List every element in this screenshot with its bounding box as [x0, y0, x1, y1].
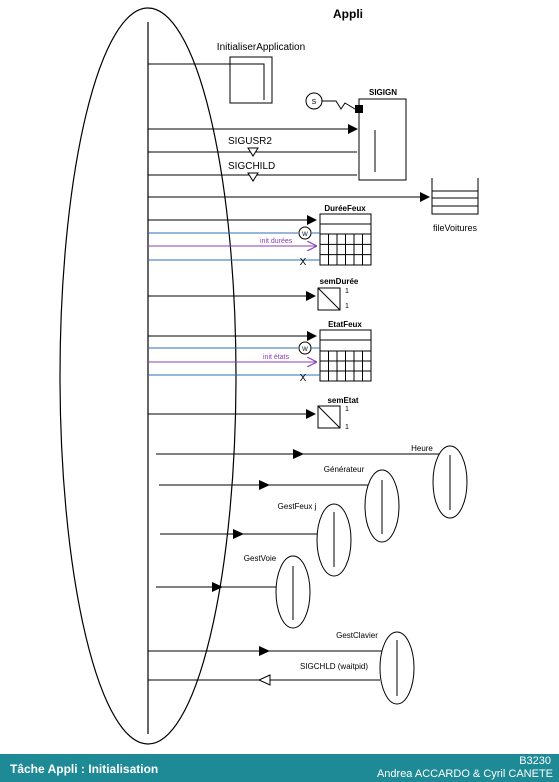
gestfeux-creation-arrowhead [233, 529, 244, 539]
sigign-box [358, 98, 407, 181]
sigign-port [355, 105, 363, 113]
sigusr2-label: SIGUSR2 [228, 136, 272, 147]
generateur-creation-arrowhead [259, 480, 270, 490]
etat-feux-label: EtatFeux [328, 320, 362, 329]
sigchld-waitpid-arrowhead [257, 674, 271, 686]
gestvoie-label: GestVoie [244, 554, 277, 563]
sem-etat-label: semEtat [327, 396, 358, 405]
sem-duree-value-2: 1 [345, 303, 349, 310]
etat-feux-memory [319, 329, 372, 382]
sigchld-waitpid-label: SIGCHLD (waitpid) [300, 662, 368, 671]
footer-bar: Tâche Appli : Initialisation B3230 Andre… [0, 754, 559, 782]
signal-lightning [322, 100, 356, 110]
duree-feux-label: DuréeFeux [324, 204, 366, 213]
sigchild-marker [247, 172, 259, 182]
footer-authors: Andrea ACCARDO & Cyril CANETE [376, 768, 553, 780]
file-voitures-queue [431, 178, 479, 215]
file-voitures-label: fileVoitures [433, 223, 478, 233]
sigusr2-marker [247, 147, 259, 157]
init-application-call [148, 63, 265, 100]
gestvoie-creation-arrowhead [212, 582, 223, 592]
sem-etat-value-2: 1 [345, 424, 349, 431]
init-application-label: InitialiserApplication [217, 42, 305, 53]
sem-etat-icon [317, 405, 341, 429]
gestclavier-label: GestClavier [336, 631, 378, 640]
appli-task-ellipse [59, 7, 237, 745]
sem-duree-label: semDurée [320, 277, 359, 286]
sem-duree-value-1: 1 [345, 288, 349, 295]
duree-feux-memory [319, 213, 372, 266]
init-etats-label: init états [263, 354, 290, 361]
etat-write-label: W [302, 347, 308, 353]
duree-write-label: W [302, 232, 308, 238]
sem-etat-value-1: 1 [345, 406, 349, 413]
init-application-box [229, 56, 273, 104]
heure-creation-arrowhead [293, 449, 304, 459]
etat-x-label: X [300, 373, 307, 384]
sigchild-label: SIGCHILD [228, 161, 275, 172]
signal-source-label: S [312, 99, 317, 106]
init-application-block: InitialiserApplication [148, 42, 305, 104]
sigign-label: SIGIGN [369, 88, 397, 97]
heure-label: Heure [411, 444, 433, 453]
generateur-label: Générateur [324, 465, 365, 474]
footer-course-code: B3230 [519, 755, 551, 767]
gestfeux-label: GestFeux j [278, 502, 317, 511]
sem-duree-icon [317, 287, 341, 311]
footer-title: Tâche Appli : Initialisation [10, 762, 159, 776]
init-durees-label: init durées [260, 238, 293, 245]
duree-x-label: X [300, 257, 307, 268]
gestfeux-name: GestFeux [278, 502, 313, 511]
sigign-block: SIGIGN S [305, 88, 407, 181]
diagram-title: Appli [333, 7, 363, 21]
gestfeux-suffix: j [314, 502, 317, 511]
gestclavier-creation-arrowhead [259, 646, 270, 656]
